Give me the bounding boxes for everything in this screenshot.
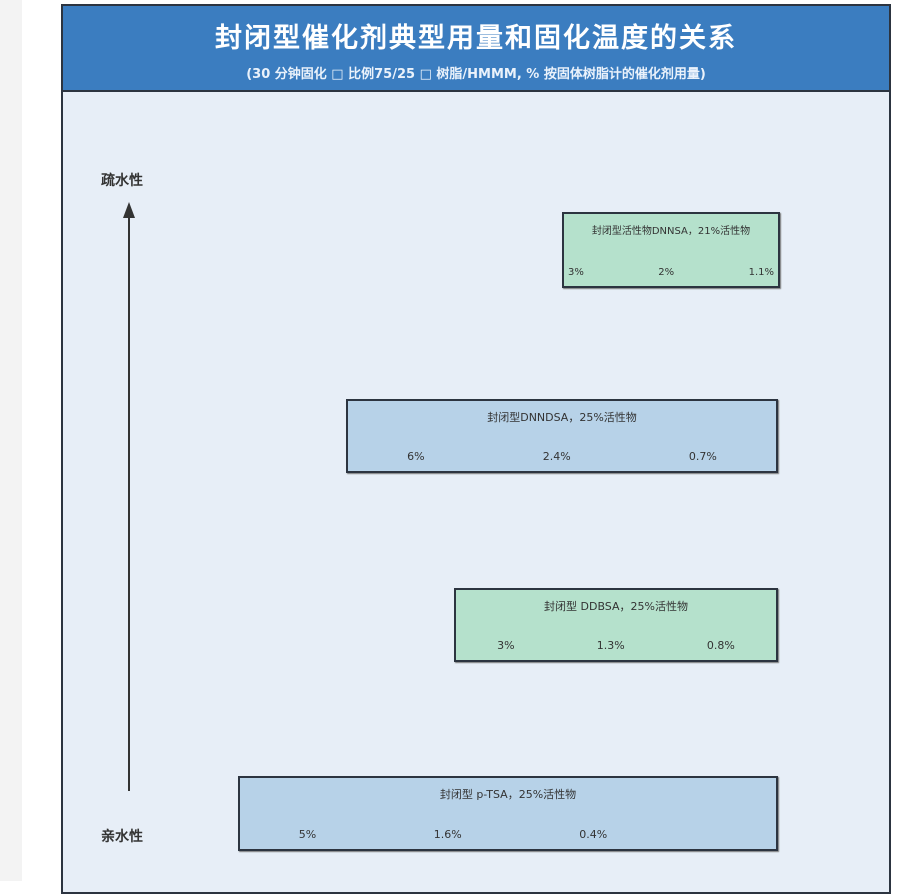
box-value: 1.1% <box>748 267 774 278</box>
box-value: 1.3% <box>596 639 625 652</box>
box-value: 1.6% <box>433 828 462 841</box>
box-value: 5% <box>298 828 317 841</box>
box-title: 封闭型 DDBSA，25%活性物 <box>544 600 688 613</box>
box-value: 2% <box>658 267 675 278</box>
diagram-title: 封闭型催化剂典型用量和固化温度的关系 <box>215 23 737 54</box>
box-value: 3% <box>497 639 515 652</box>
box-title: 封闭型活性物DNNSA，21%活性物 <box>591 226 751 237</box>
box-title: 封闭型 p-TSA，25%活性物 <box>439 788 577 801</box>
box-value: 0.4% <box>579 828 608 841</box>
hydrophilic-label: 亲水性 <box>101 829 143 845</box>
box-value: 0.7% <box>688 450 717 463</box>
catalyst-box-dnndsa: 封闭型DNNDSA，25%活性物 6% 2.4% 0.7% <box>346 399 778 473</box>
catalyst-box-ptsa: 封闭型 p-TSA，25%活性物 5% 1.6% 0.4% <box>238 776 778 851</box>
box-value: 3% <box>568 267 584 278</box>
axis-line <box>128 216 130 791</box>
page-margin <box>0 0 22 881</box>
box-value: 2.4% <box>542 450 571 463</box>
diagram-subtitle: (30 分钟固化 □ 比例75/25 □ 树脂/HMMM, % 按固体树脂计的催… <box>246 67 706 82</box>
box-value: 0.8% <box>706 639 735 652</box>
hydrophobic-label: 疏水性 <box>101 173 143 189</box>
diagram-header: 封闭型催化剂典型用量和固化温度的关系 (30 分钟固化 □ 比例75/25 □ … <box>63 6 889 92</box>
box-value: 6% <box>407 450 425 463</box>
diagram-frame: 封闭型催化剂典型用量和固化温度的关系 (30 分钟固化 □ 比例75/25 □ … <box>61 4 891 894</box>
arrow-up-icon <box>123 202 135 218</box>
catalyst-box-dnnsa: 封闭型活性物DNNSA，21%活性物 3% 2% 1.1% <box>562 212 780 288</box>
catalyst-box-ddbsa: 封闭型 DDBSA，25%活性物 3% 1.3% 0.8% <box>454 588 778 662</box>
box-title: 封闭型DNNDSA，25%活性物 <box>487 411 637 424</box>
